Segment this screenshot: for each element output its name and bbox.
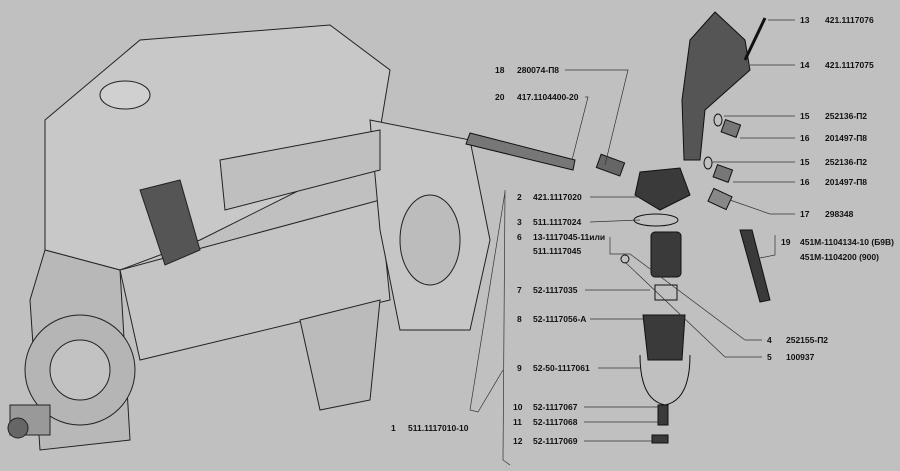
part-code: 252136-П2 — [825, 157, 868, 167]
part-code: 52-1117068 — [533, 417, 578, 427]
part-code: 52-1117067 — [533, 402, 578, 412]
part-code: 421.1117075 — [825, 60, 874, 70]
part-code: 13-1117045-11или — [533, 232, 606, 242]
callout-number: 17 — [800, 209, 810, 219]
part-code: 100937 — [786, 352, 815, 362]
callout-number: 13 — [800, 15, 810, 25]
part-code: 52-50-1117061 — [533, 363, 590, 373]
callout-number: 9 — [517, 363, 522, 373]
callout-number: 16 — [800, 133, 810, 143]
part-code: 52-1117035 — [533, 285, 578, 295]
part-code: 417.1104400-20 — [517, 92, 579, 102]
callout-number: 19 — [781, 237, 791, 247]
callout-number: 7 — [517, 285, 522, 295]
callout-number: 20 — [495, 92, 505, 102]
callout-number: 4 — [767, 335, 772, 345]
part-code: 52-1117069 — [533, 436, 578, 446]
part-code: 451М-1104134-10 (Б9В) — [800, 237, 894, 247]
callout-number: 15 — [800, 111, 810, 121]
part-code: 252136-П2 — [825, 111, 868, 121]
part-code: 511.1117024 — [533, 217, 582, 227]
callout-number: 14 — [800, 60, 810, 70]
callout-number: 16 — [800, 177, 810, 187]
callout-number: 12 — [513, 436, 523, 446]
part-code: 421.1117020 — [533, 192, 582, 202]
callout-number: 6 — [517, 232, 522, 242]
callout-number: 8 — [517, 314, 522, 324]
callout-number: 2 — [517, 192, 522, 202]
part-code: 52-1117056-А — [533, 314, 587, 324]
part-code: 421.1117076 — [825, 15, 874, 25]
callout-number: 15 — [800, 157, 810, 167]
filter-parts — [465, 11, 771, 444]
callout-number: 18 — [495, 65, 505, 75]
callout-number: 11 — [513, 417, 522, 427]
callout-number: 10 — [513, 402, 523, 412]
callout-number: 3 — [517, 217, 522, 227]
part-code: 298348 — [825, 209, 854, 219]
callout-number: 1 — [391, 423, 396, 433]
callout-number: 5 — [767, 352, 772, 362]
part-code: 201497-П8 — [825, 133, 868, 143]
leader-lines — [469, 19, 795, 466]
part-code: 280074-П8 — [517, 65, 560, 75]
engine-block — [7, 24, 491, 451]
part-code: 201497-П8 — [825, 177, 868, 187]
part-code-alt: 451М-1104200 (900) — [800, 252, 879, 262]
part-code-alt: 511.1117045 — [533, 246, 582, 256]
part-code: 252155-П2 — [786, 335, 829, 345]
part-code: 511.1117010-10 — [408, 423, 469, 433]
